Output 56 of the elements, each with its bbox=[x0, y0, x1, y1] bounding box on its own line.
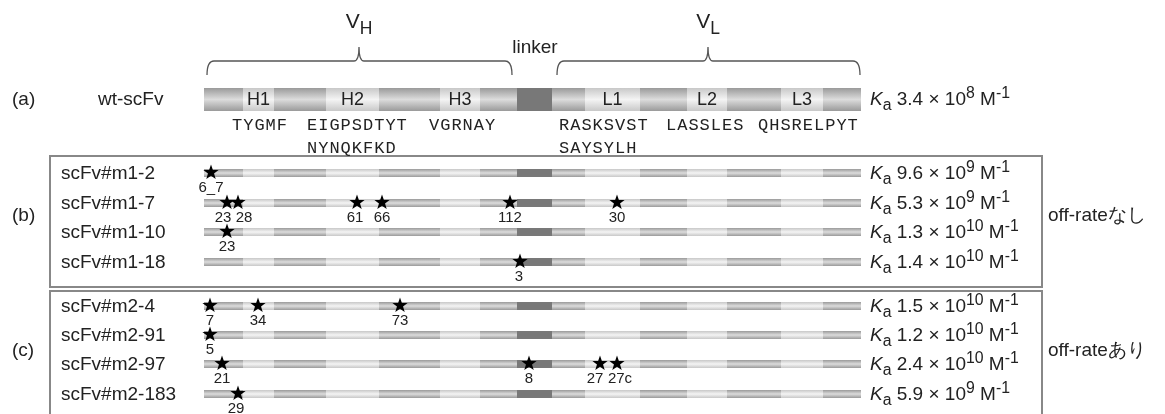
mutation-number: 73 bbox=[391, 312, 409, 328]
mutation-number: 30 bbox=[608, 209, 626, 225]
cdr-sequence: RASKSVST SAYSYLH bbox=[559, 115, 649, 160]
cdr-segment: H3 bbox=[440, 88, 480, 111]
domain-label: linker bbox=[512, 36, 558, 58]
mutation-number: 27c bbox=[607, 370, 633, 386]
panel-label: (a) bbox=[12, 88, 36, 110]
mutation-number: 27 bbox=[586, 370, 604, 386]
cdr-sequence: VGRNAY bbox=[429, 115, 497, 137]
construct-name: scFv#m1-10 bbox=[61, 221, 166, 243]
construct-name: scFv#m1-2 bbox=[61, 162, 155, 184]
mutation-number: 23 bbox=[218, 238, 236, 254]
cdr-segment: H2 bbox=[326, 88, 379, 111]
cdr-segment: L2 bbox=[687, 88, 727, 111]
affinity-value: K$_{a}$ 1.5 × 10$^{10}$ M$^{-1}$ bbox=[870, 290, 1019, 322]
cdr-sequence: LASSLES bbox=[666, 115, 745, 137]
construct-name: scFv#m2-97 bbox=[61, 353, 166, 375]
construct-name: wt-scFv bbox=[98, 88, 164, 110]
mutation-number: 7 bbox=[205, 312, 215, 328]
affinity-value: K$_{a}$ 3.4 × 10$^{8}$ M$^{-1}$ bbox=[870, 83, 1010, 115]
group-note: off-rateあり bbox=[1048, 338, 1146, 362]
affinity-value: K$_{a}$ 2.4 × 10$^{10}$ M$^{-1}$ bbox=[870, 348, 1019, 380]
cdr-sequence: QHSRELPYT bbox=[758, 115, 859, 137]
domain-label: V$_{H}$ bbox=[345, 9, 373, 39]
mutation-number: 28 bbox=[235, 209, 253, 225]
mutation-number: 34 bbox=[249, 312, 267, 328]
construct-name: scFv#m2-4 bbox=[61, 295, 155, 317]
domain-label: V$_{L}$ bbox=[696, 9, 720, 39]
mutation-number: 21 bbox=[213, 370, 231, 386]
cdr-segment: L1 bbox=[585, 88, 640, 111]
mutation-number: 29 bbox=[227, 400, 245, 414]
mutation-number: 23 bbox=[214, 209, 232, 225]
mutation-number: 6_7 bbox=[198, 179, 224, 195]
panel-label: (b) bbox=[12, 204, 36, 226]
affinity-value: K$_{a}$ 1.4 × 10$^{10}$ M$^{-1}$ bbox=[870, 246, 1019, 278]
affinity-value: K$_{a}$ 9.6 × 10$^{9}$ M$^{-1}$ bbox=[870, 157, 1010, 189]
affinity-value: K$_{a}$ 1.3 × 10$^{10}$ M$^{-1}$ bbox=[870, 216, 1019, 248]
affinity-value: K$_{a}$ 5.3 × 10$^{9}$ M$^{-1}$ bbox=[870, 187, 1010, 219]
mutation-number: 8 bbox=[524, 370, 534, 386]
construct-name: scFv#m1-7 bbox=[61, 192, 155, 214]
construct-name: scFv#m2-183 bbox=[61, 383, 177, 405]
cdr-segment: L3 bbox=[781, 88, 823, 111]
mutation-number: 5 bbox=[205, 341, 215, 357]
mutation-number: 3 bbox=[514, 268, 524, 284]
cdr-sequence: EIGPSDTYT NYNQKFKD bbox=[307, 115, 408, 160]
construct-name: scFv#m1-18 bbox=[61, 251, 166, 273]
mutation-number: 61 bbox=[346, 209, 364, 225]
panel-label: (c) bbox=[12, 339, 35, 361]
cdr-segment: H1 bbox=[243, 88, 274, 111]
group-note: off-rateなし bbox=[1048, 203, 1146, 227]
construct-name: scFv#m2-91 bbox=[61, 324, 166, 346]
affinity-value: K$_{a}$ 5.9 × 10$^{9}$ M$^{-1}$ bbox=[870, 378, 1010, 410]
affinity-value: K$_{a}$ 1.2 × 10$^{10}$ M$^{-1}$ bbox=[870, 319, 1019, 351]
cdr-sequence: TYGMF bbox=[232, 115, 288, 137]
mutation-number: 66 bbox=[373, 209, 391, 225]
mutation-number: 112 bbox=[498, 209, 522, 225]
